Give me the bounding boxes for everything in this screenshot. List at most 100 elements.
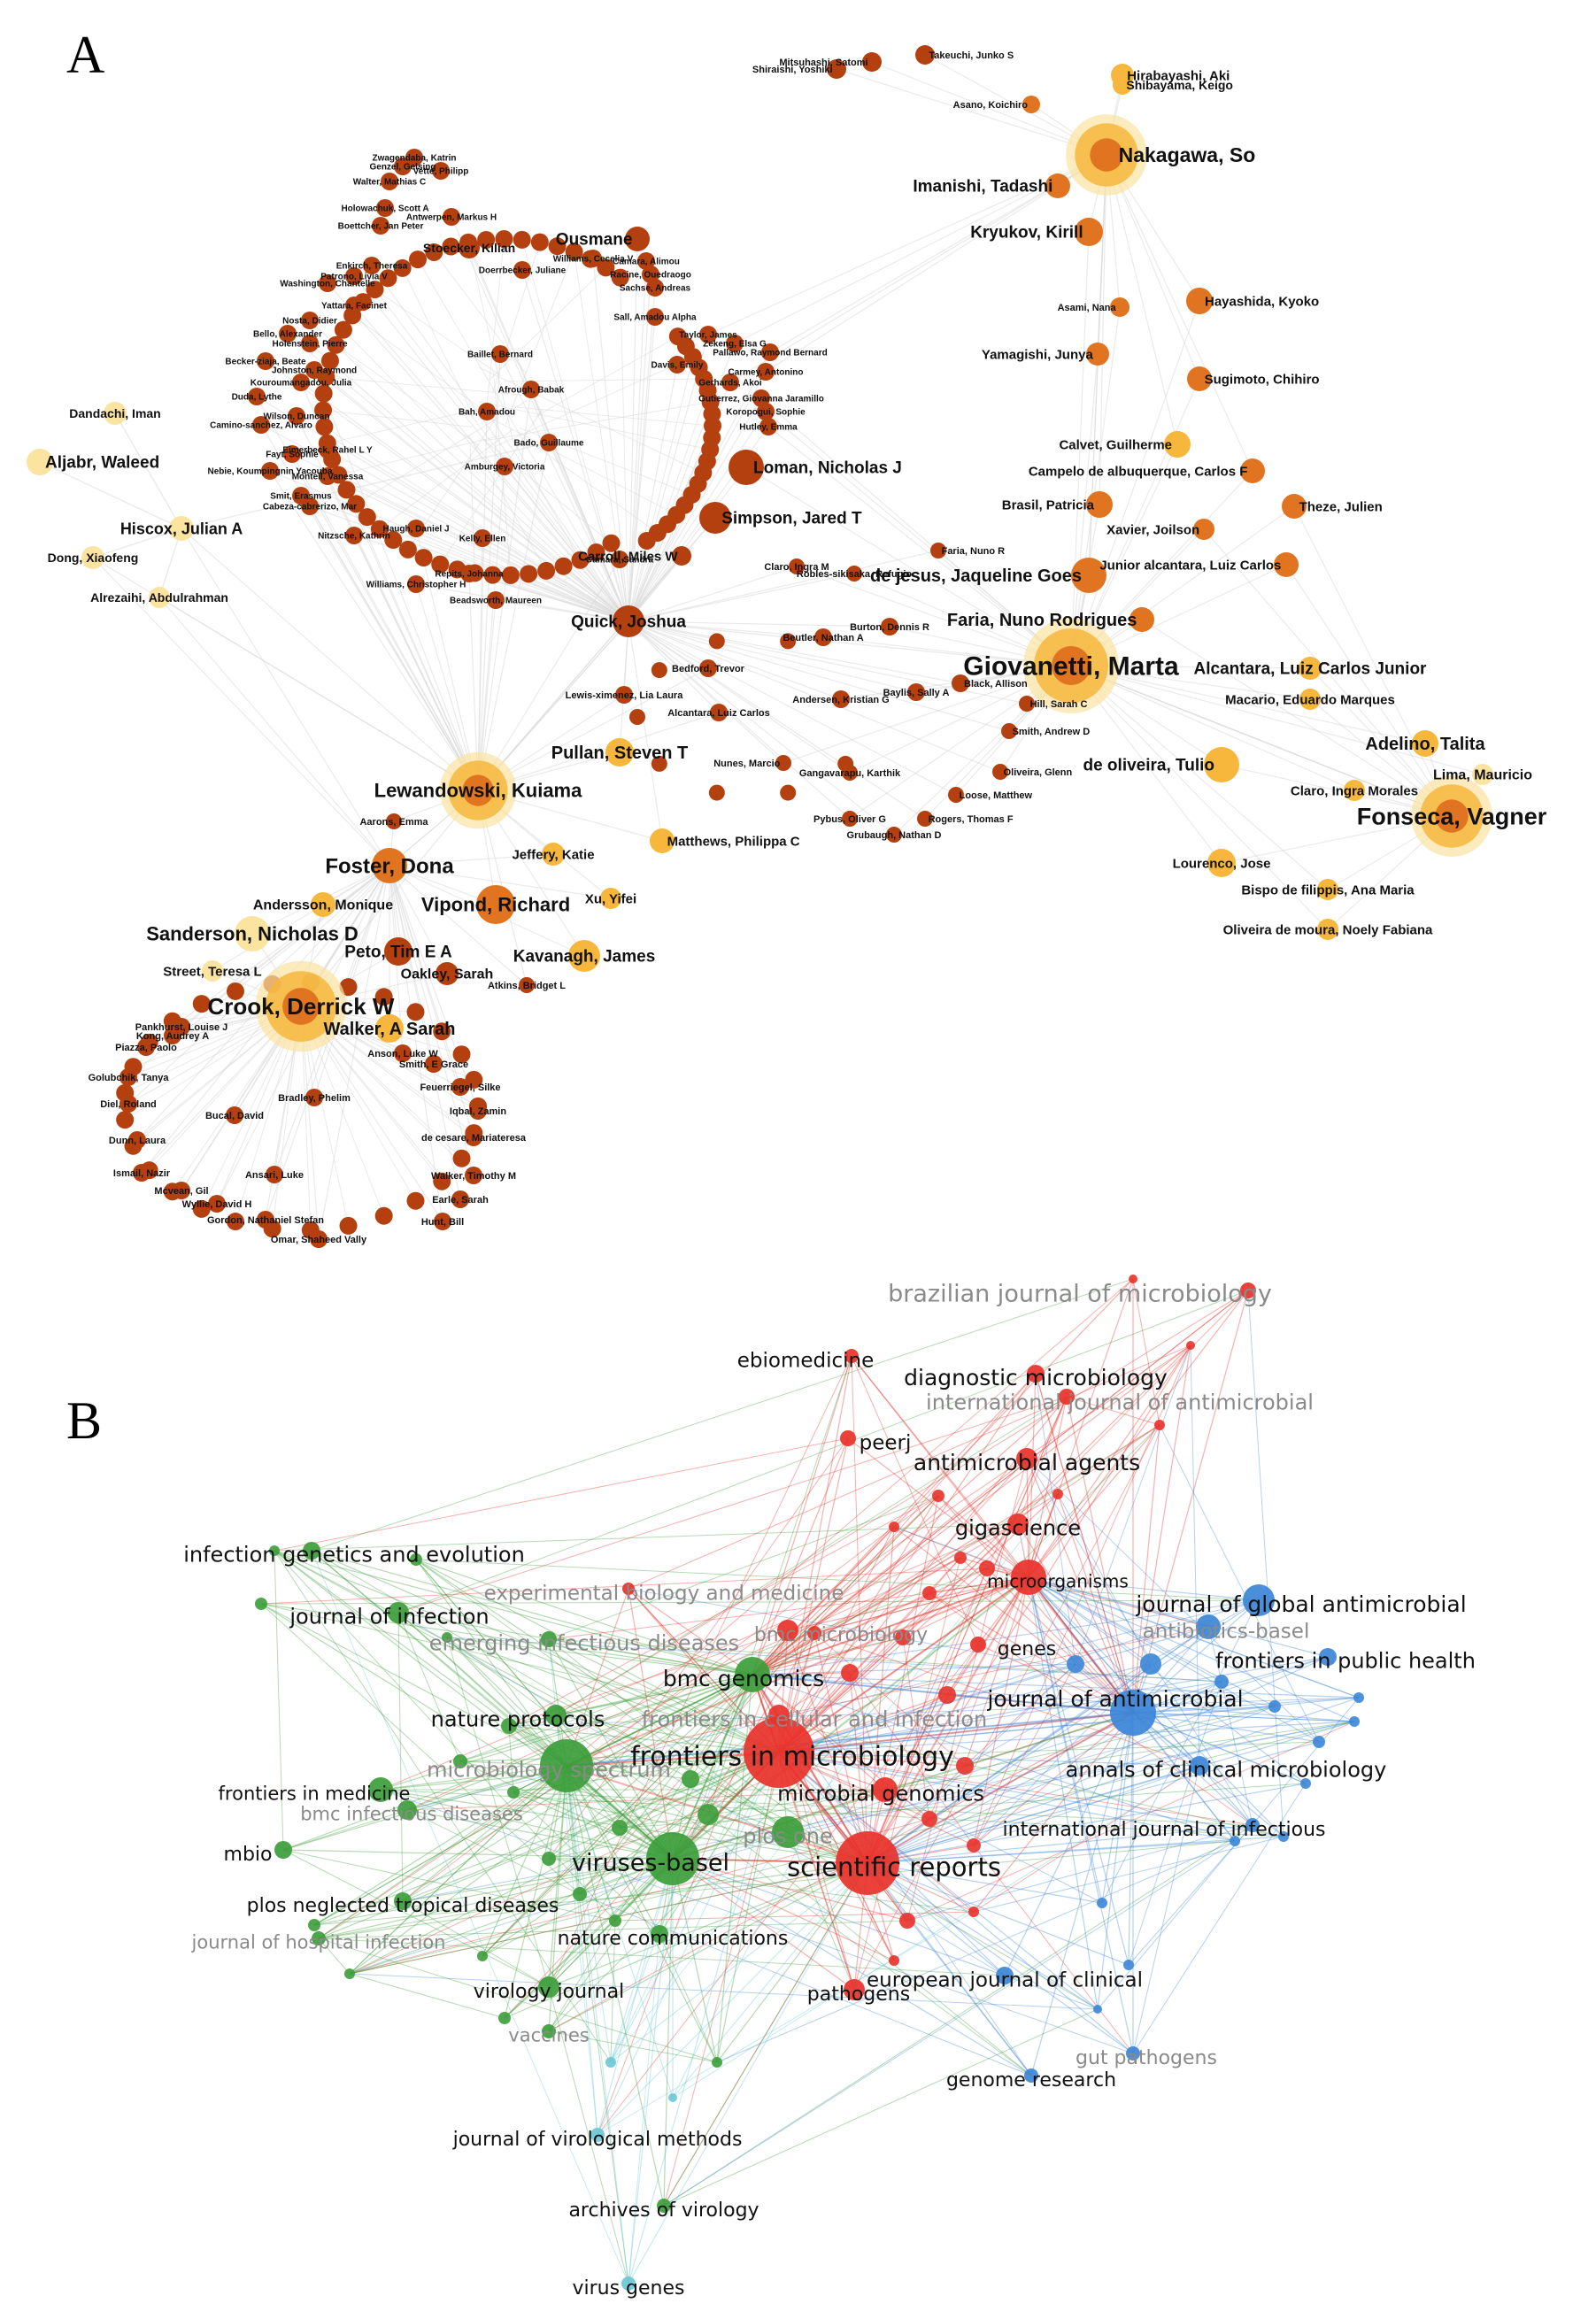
coauthorship-edge bbox=[181, 528, 390, 867]
journal-edge bbox=[1057, 1493, 1134, 1714]
journal-edge bbox=[867, 1741, 1320, 1864]
journal-edge bbox=[628, 1588, 753, 1675]
journal-edge bbox=[964, 1576, 1029, 1767]
author-node bbox=[775, 755, 791, 771]
journal-edge bbox=[778, 1626, 1209, 1716]
journal-edge bbox=[1097, 1712, 1134, 2010]
journal-label: virology journal bbox=[474, 1981, 624, 2003]
journal-edge bbox=[659, 1933, 718, 2063]
author-label: Golubchik, Tanya bbox=[89, 1073, 170, 1083]
journal-edge bbox=[1017, 1396, 1068, 1525]
author-label: Lewandowski, Kuiama bbox=[374, 780, 582, 802]
coauthorship-edge bbox=[467, 242, 513, 442]
coauthorship-edge bbox=[1070, 231, 1090, 666]
author-node bbox=[261, 462, 279, 480]
journal-edge bbox=[851, 1355, 1134, 1714]
author-node bbox=[1075, 218, 1103, 246]
author-label: Takeuchi, Junko S bbox=[929, 50, 1014, 61]
author-label: Nunes, Marcio bbox=[713, 759, 780, 769]
coauthorship-edge bbox=[296, 415, 629, 622]
journal-edge bbox=[867, 1681, 1222, 1864]
journal-edge bbox=[867, 1836, 1284, 1864]
journal-edge bbox=[867, 1712, 1134, 1864]
journal-edge bbox=[349, 1765, 567, 1975]
journal-edge bbox=[1028, 1576, 1200, 1767]
journal-edge bbox=[752, 1568, 988, 1675]
journal-edge bbox=[406, 1557, 961, 1811]
author-node bbox=[339, 1216, 358, 1235]
author-label: Shiraishi, Yoshiki bbox=[752, 65, 833, 75]
author-node bbox=[907, 683, 925, 701]
journal-edge bbox=[274, 1437, 849, 1552]
journal-edge bbox=[548, 1424, 1160, 2032]
journal-node bbox=[590, 2128, 605, 2142]
author-node bbox=[1045, 173, 1070, 198]
author-node bbox=[173, 1182, 190, 1199]
journal-edge bbox=[311, 1278, 1134, 1552]
journal-edge bbox=[548, 1355, 852, 1988]
journal-edge bbox=[1028, 1576, 1134, 1714]
journal-label: frontiers in medicine bbox=[219, 1783, 411, 1805]
journal-edge bbox=[929, 1626, 1209, 1820]
coauthorship-edge bbox=[767, 426, 1072, 666]
coauthorship-edge bbox=[309, 505, 629, 622]
journal-edge bbox=[402, 1765, 567, 1902]
journal-edge bbox=[349, 1973, 505, 2019]
journal-edge bbox=[973, 1765, 1200, 1913]
journal-edge bbox=[778, 1663, 1076, 1753]
journal-node bbox=[1230, 1836, 1240, 1846]
author-node bbox=[1086, 343, 1109, 366]
journal-edge bbox=[482, 1752, 780, 1957]
author-label: Nebie, Koumpingnin Yacouba bbox=[208, 467, 333, 477]
journal-node bbox=[501, 1718, 517, 1734]
author-label: Walker, Timothy M bbox=[431, 1171, 516, 1182]
journal-edge bbox=[260, 1603, 581, 1895]
journal-label: plos neglected tropical diseases bbox=[247, 1895, 559, 1917]
journal-edge bbox=[313, 1752, 780, 1926]
author-label: Anson, Luke W bbox=[367, 1049, 438, 1059]
journal-edge bbox=[380, 1765, 567, 1791]
author-node bbox=[372, 217, 389, 235]
author-label: Fonseca, Vagner bbox=[1357, 803, 1547, 829]
journal-edge bbox=[548, 1495, 939, 1640]
journal-edge bbox=[778, 1626, 1209, 1753]
journal-node bbox=[1243, 1584, 1275, 1616]
journal-edge bbox=[1035, 1373, 1134, 1714]
coauthorship-edge bbox=[1106, 154, 1178, 445]
author-node bbox=[104, 402, 127, 425]
journal-edge bbox=[867, 1824, 1253, 1864]
author-label: Hill, Sarah C bbox=[1030, 699, 1088, 710]
coauthorship-edges bbox=[39, 54, 1484, 1240]
journal-edge bbox=[597, 1752, 780, 2136]
journal-edge bbox=[508, 1637, 904, 1727]
coauthorship-edge bbox=[469, 445, 475, 574]
coauthorship-edge bbox=[1070, 665, 1426, 744]
author-node bbox=[548, 237, 567, 256]
coauthorship-edge bbox=[181, 442, 550, 529]
author-label: Williams, Cecelia V bbox=[553, 255, 634, 265]
journal-edge bbox=[459, 1568, 988, 1762]
author-node bbox=[587, 543, 605, 562]
journal-edge bbox=[274, 1550, 616, 1922]
journal-node bbox=[712, 2057, 722, 2068]
author-node bbox=[319, 441, 336, 458]
journal-edge bbox=[787, 1576, 1029, 1631]
author-label: Eimerbeck, Rahel L Y bbox=[282, 446, 373, 456]
coauthorship-edge bbox=[513, 441, 581, 560]
journal-label: bmc genomics bbox=[663, 1666, 824, 1691]
author-label: Gutierrez, Giovanna Jaramillo bbox=[698, 395, 824, 404]
author-node bbox=[226, 982, 244, 1000]
author-label: Enkirch, Theresa bbox=[336, 262, 408, 272]
author-label: Baillet, Bernard bbox=[467, 351, 533, 360]
journal-edge bbox=[397, 1612, 567, 1767]
journal-edge bbox=[787, 1629, 868, 1864]
journal-label: archives of virology bbox=[568, 2199, 759, 2222]
author-label: Pybus, Oliver G bbox=[813, 814, 886, 825]
journal-edge bbox=[1028, 1576, 1276, 1707]
journal-node bbox=[312, 1931, 326, 1945]
journal-edge bbox=[813, 1632, 1200, 1767]
coauthorship-edge bbox=[389, 865, 612, 899]
coauthorship-edge bbox=[499, 353, 629, 622]
author-node bbox=[164, 1027, 181, 1044]
journal-edge bbox=[614, 1911, 975, 1922]
